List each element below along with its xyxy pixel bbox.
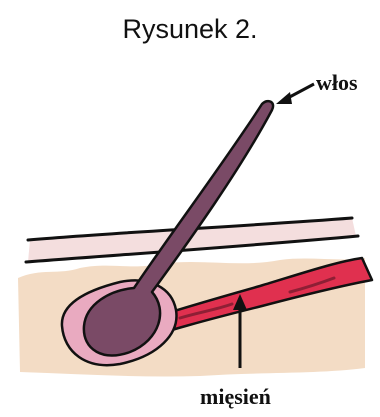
- muscle-label: mięsień: [200, 384, 271, 409]
- hair-label: włos: [316, 70, 358, 95]
- hair-label-arrowhead: [276, 92, 292, 104]
